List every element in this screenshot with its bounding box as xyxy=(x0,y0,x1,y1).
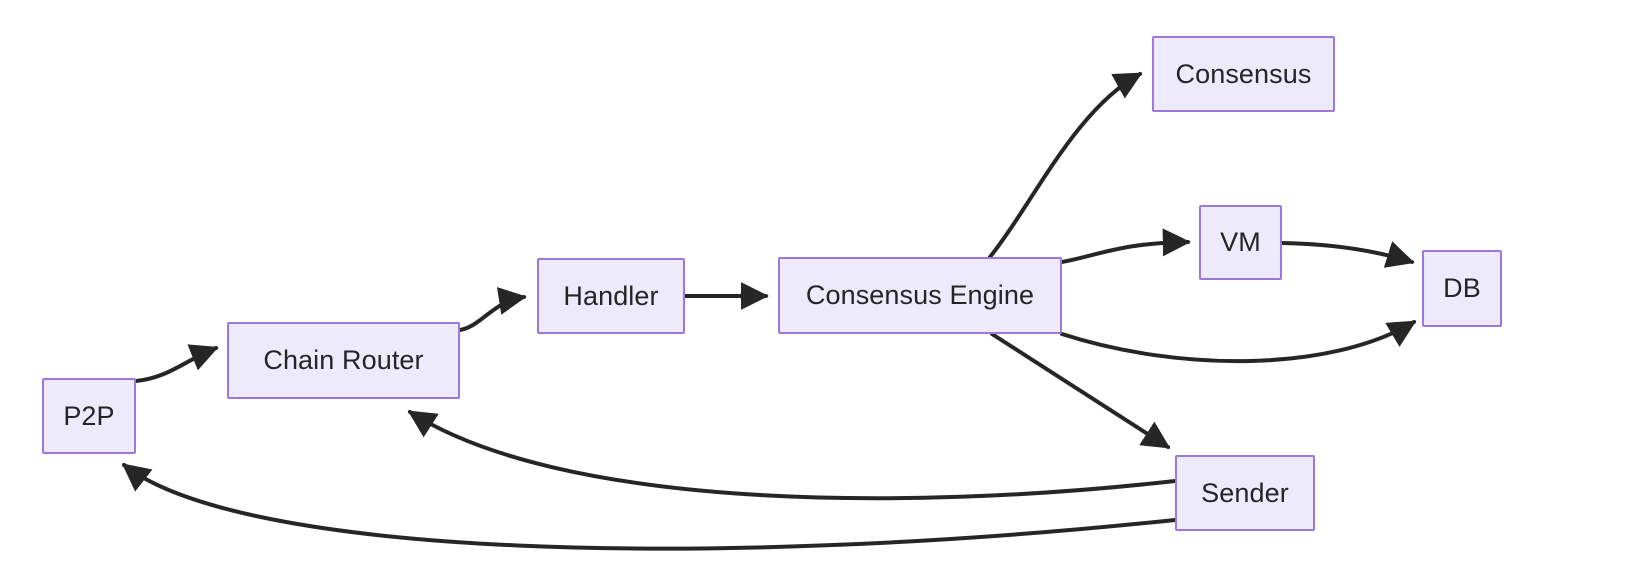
node-p2p[interactable]: P2P xyxy=(42,378,136,454)
edge-consensus-engine-to-vm xyxy=(1060,228,1191,264)
edge-sender-to-p2p xyxy=(121,463,1177,551)
node-label-consensus-engine: Consensus Engine xyxy=(805,280,1035,310)
edge-consensus-engine-to-consensus xyxy=(988,72,1143,259)
node-label-sender: Sender xyxy=(1201,477,1289,508)
node-label-handler: Handler xyxy=(563,280,659,311)
edge-p2p-to-chain-router xyxy=(134,344,219,383)
edge-sender-to-chain-router xyxy=(407,410,1177,501)
node-db[interactable]: DB xyxy=(1422,250,1502,327)
node-handler[interactable]: Handler xyxy=(537,258,685,334)
node-consensus-engine[interactable]: Consensus Engine xyxy=(778,257,1062,334)
edge-consensus-engine-to-db xyxy=(1060,320,1417,364)
node-chain-router[interactable]: Chain Router xyxy=(227,322,460,399)
node-consensus[interactable]: Consensus xyxy=(1152,36,1335,112)
node-label-consensus: Consensus xyxy=(1175,58,1312,89)
node-label-chain-router: Chain Router xyxy=(263,345,424,375)
edge-consensus-engine-to-sender xyxy=(990,332,1171,449)
edge-chain-router-to-handler xyxy=(458,287,527,332)
node-vm[interactable]: VM xyxy=(1199,205,1282,280)
edge-vm-to-db xyxy=(1280,241,1415,268)
node-label-p2p: P2P xyxy=(63,400,115,431)
node-label-vm: VM xyxy=(1220,227,1261,257)
node-sender[interactable]: Sender xyxy=(1175,455,1315,531)
node-label-db: DB xyxy=(1443,273,1481,303)
